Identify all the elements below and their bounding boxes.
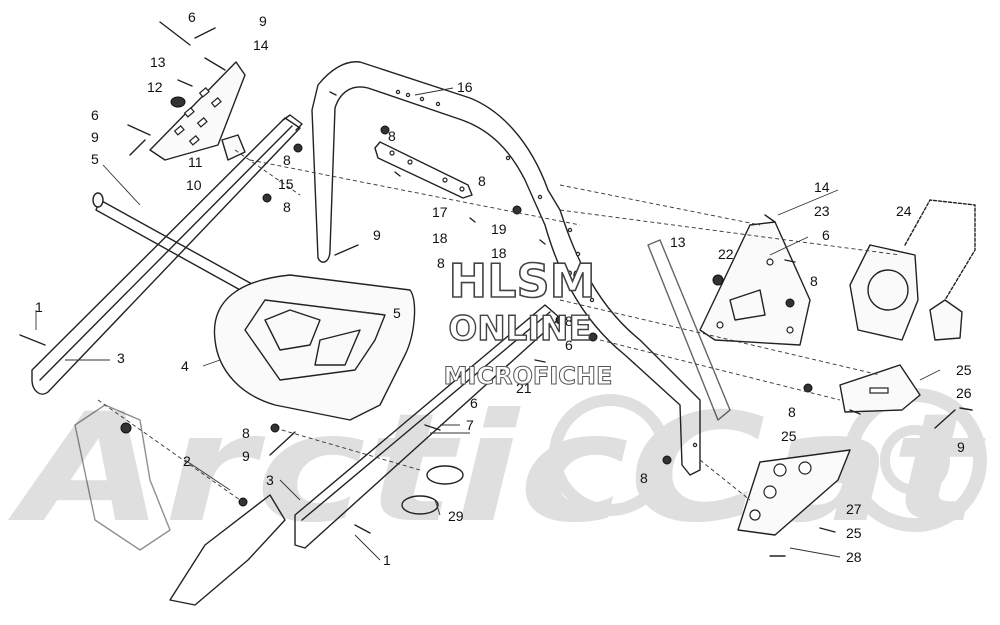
- part-24-light-housing: [849, 199, 976, 341]
- callout-1-left: 1: [35, 299, 43, 315]
- callout-8-i: 8: [788, 404, 796, 420]
- callout-26: 26: [956, 385, 972, 401]
- callout-20: 20: [565, 267, 581, 283]
- callout-25-a: 25: [956, 362, 972, 378]
- callout-6-low: 6: [470, 395, 478, 411]
- callout-1-low: 1: [383, 552, 391, 568]
- part-11-block: [221, 134, 246, 161]
- callout-29: 29: [448, 508, 464, 524]
- hardware-springs: [129, 27, 956, 456]
- callout-11: 11: [188, 154, 203, 170]
- callout-14-right: 14: [814, 179, 830, 195]
- part-3-upper-crossbar: [31, 114, 303, 395]
- callout-8-a: 8: [283, 152, 291, 168]
- callout-14-top: 14: [253, 37, 269, 53]
- callout-3-left: 3: [117, 350, 125, 366]
- callout-10: 10: [186, 177, 202, 193]
- callout-9-left: 9: [91, 129, 99, 145]
- callout-7: 7: [466, 417, 474, 433]
- part-27-plate: [737, 449, 851, 536]
- callout-18-b: 18: [491, 245, 507, 261]
- callout-9-mid: 9: [373, 227, 381, 243]
- part-2-bracket: [74, 404, 286, 606]
- callout-6-right: 6: [822, 227, 830, 243]
- callout-6-top: 6: [188, 9, 196, 25]
- callout-22: 22: [718, 246, 734, 262]
- callout-8-j: 8: [640, 470, 648, 486]
- callout-27: 27: [846, 501, 862, 517]
- callout-8-c: 8: [388, 128, 396, 144]
- part-16-frame-hoop: [311, 61, 701, 476]
- hlsm-watermark-line3: MICROFICHE: [444, 362, 613, 390]
- part-26-bracket: [839, 364, 921, 413]
- callout-25-b: 25: [781, 428, 797, 444]
- part-12-spacer: [170, 96, 186, 108]
- callout-15: 15: [278, 176, 294, 192]
- callout-8-f: 8: [565, 313, 573, 329]
- callout-24: 24: [896, 203, 912, 219]
- callout-28: 28: [846, 549, 862, 565]
- callout-8-g: 8: [242, 425, 250, 441]
- part-17-bracket: [374, 141, 473, 199]
- callout-23: 23: [814, 203, 830, 219]
- hardware-nuts: [120, 125, 813, 507]
- callout-9-right: 9: [957, 439, 965, 455]
- callout-25-c: 25: [846, 525, 862, 541]
- callout-labels: 6 9 14 13 12 6 9 5 11 10 8 15 8 16 8 8 1…: [35, 9, 972, 568]
- hlsm-watermark-line2: ONLINE: [448, 309, 591, 349]
- callout-8-b: 8: [283, 199, 291, 215]
- callout-9-top: 9: [259, 13, 267, 29]
- callout-6-left: 6: [91, 107, 99, 123]
- callout-3-low: 3: [266, 472, 274, 488]
- callout-5-left: 5: [91, 151, 99, 167]
- hlsm-watermark-line1: HLSM: [449, 254, 596, 308]
- part-29-clamps: [401, 465, 464, 515]
- callout-19: 19: [491, 221, 507, 237]
- alignment-lines: [97, 149, 901, 501]
- callout-8-h: 8: [810, 273, 818, 289]
- callout-17: 17: [432, 204, 448, 220]
- part-22-side-plate: [699, 221, 811, 346]
- callout-12: 12: [147, 79, 163, 95]
- callout-16: 16: [457, 79, 473, 95]
- callout-9-low: 9: [242, 448, 250, 464]
- part-10-plate: [149, 61, 246, 161]
- part-4-panel: [213, 274, 416, 421]
- callout-13-left: 13: [150, 54, 166, 70]
- callout-6-mid: 6: [565, 337, 573, 353]
- callout-8-d: 8: [478, 173, 486, 189]
- callout-18-a: 18: [432, 230, 448, 246]
- callout-4: 4: [181, 358, 189, 374]
- hardware-bolts: [19, 21, 973, 557]
- callout-13-right: 13: [670, 234, 686, 250]
- callout-5-mid: 5: [393, 305, 401, 321]
- callout-2: 2: [183, 453, 191, 469]
- hlsm-watermark: HLSM ONLINE MICROFICHE: [443, 253, 613, 390]
- callout-21: 21: [516, 380, 532, 396]
- callout-leaders: [35, 87, 941, 561]
- part-13-right-bracket: [647, 239, 731, 421]
- callout-8-e: 8: [437, 255, 445, 271]
